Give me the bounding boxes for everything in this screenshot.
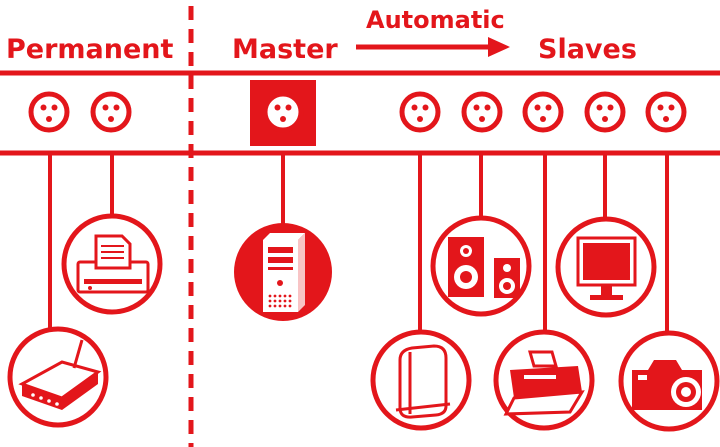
inkjet-printer-icon [493, 329, 595, 431]
socket-slave-2 [464, 94, 500, 130]
speakers-icon [430, 215, 532, 317]
socket-slave-1 [402, 94, 438, 130]
automatic-label: Automatic [366, 6, 505, 34]
router-icon [7, 326, 109, 428]
cables [48, 153, 669, 335]
automatic-arrow [356, 37, 510, 57]
socket-permanent-2 [93, 94, 129, 130]
camera-icon [618, 330, 720, 432]
socket-slave-5 [648, 94, 684, 130]
fax-printer-icon [61, 213, 163, 315]
master-label: Master [232, 34, 338, 65]
external-drive-icon [370, 329, 472, 431]
slaves-label: Slaves [538, 34, 637, 65]
socket-slave-3 [525, 94, 561, 130]
permanent-label: Permanent [6, 34, 174, 65]
monitor-icon [555, 216, 657, 318]
socket-master [250, 80, 316, 146]
socket-slave-4 [587, 94, 623, 130]
computer-tower-icon [234, 223, 332, 321]
socket-permanent-1 [31, 94, 67, 130]
